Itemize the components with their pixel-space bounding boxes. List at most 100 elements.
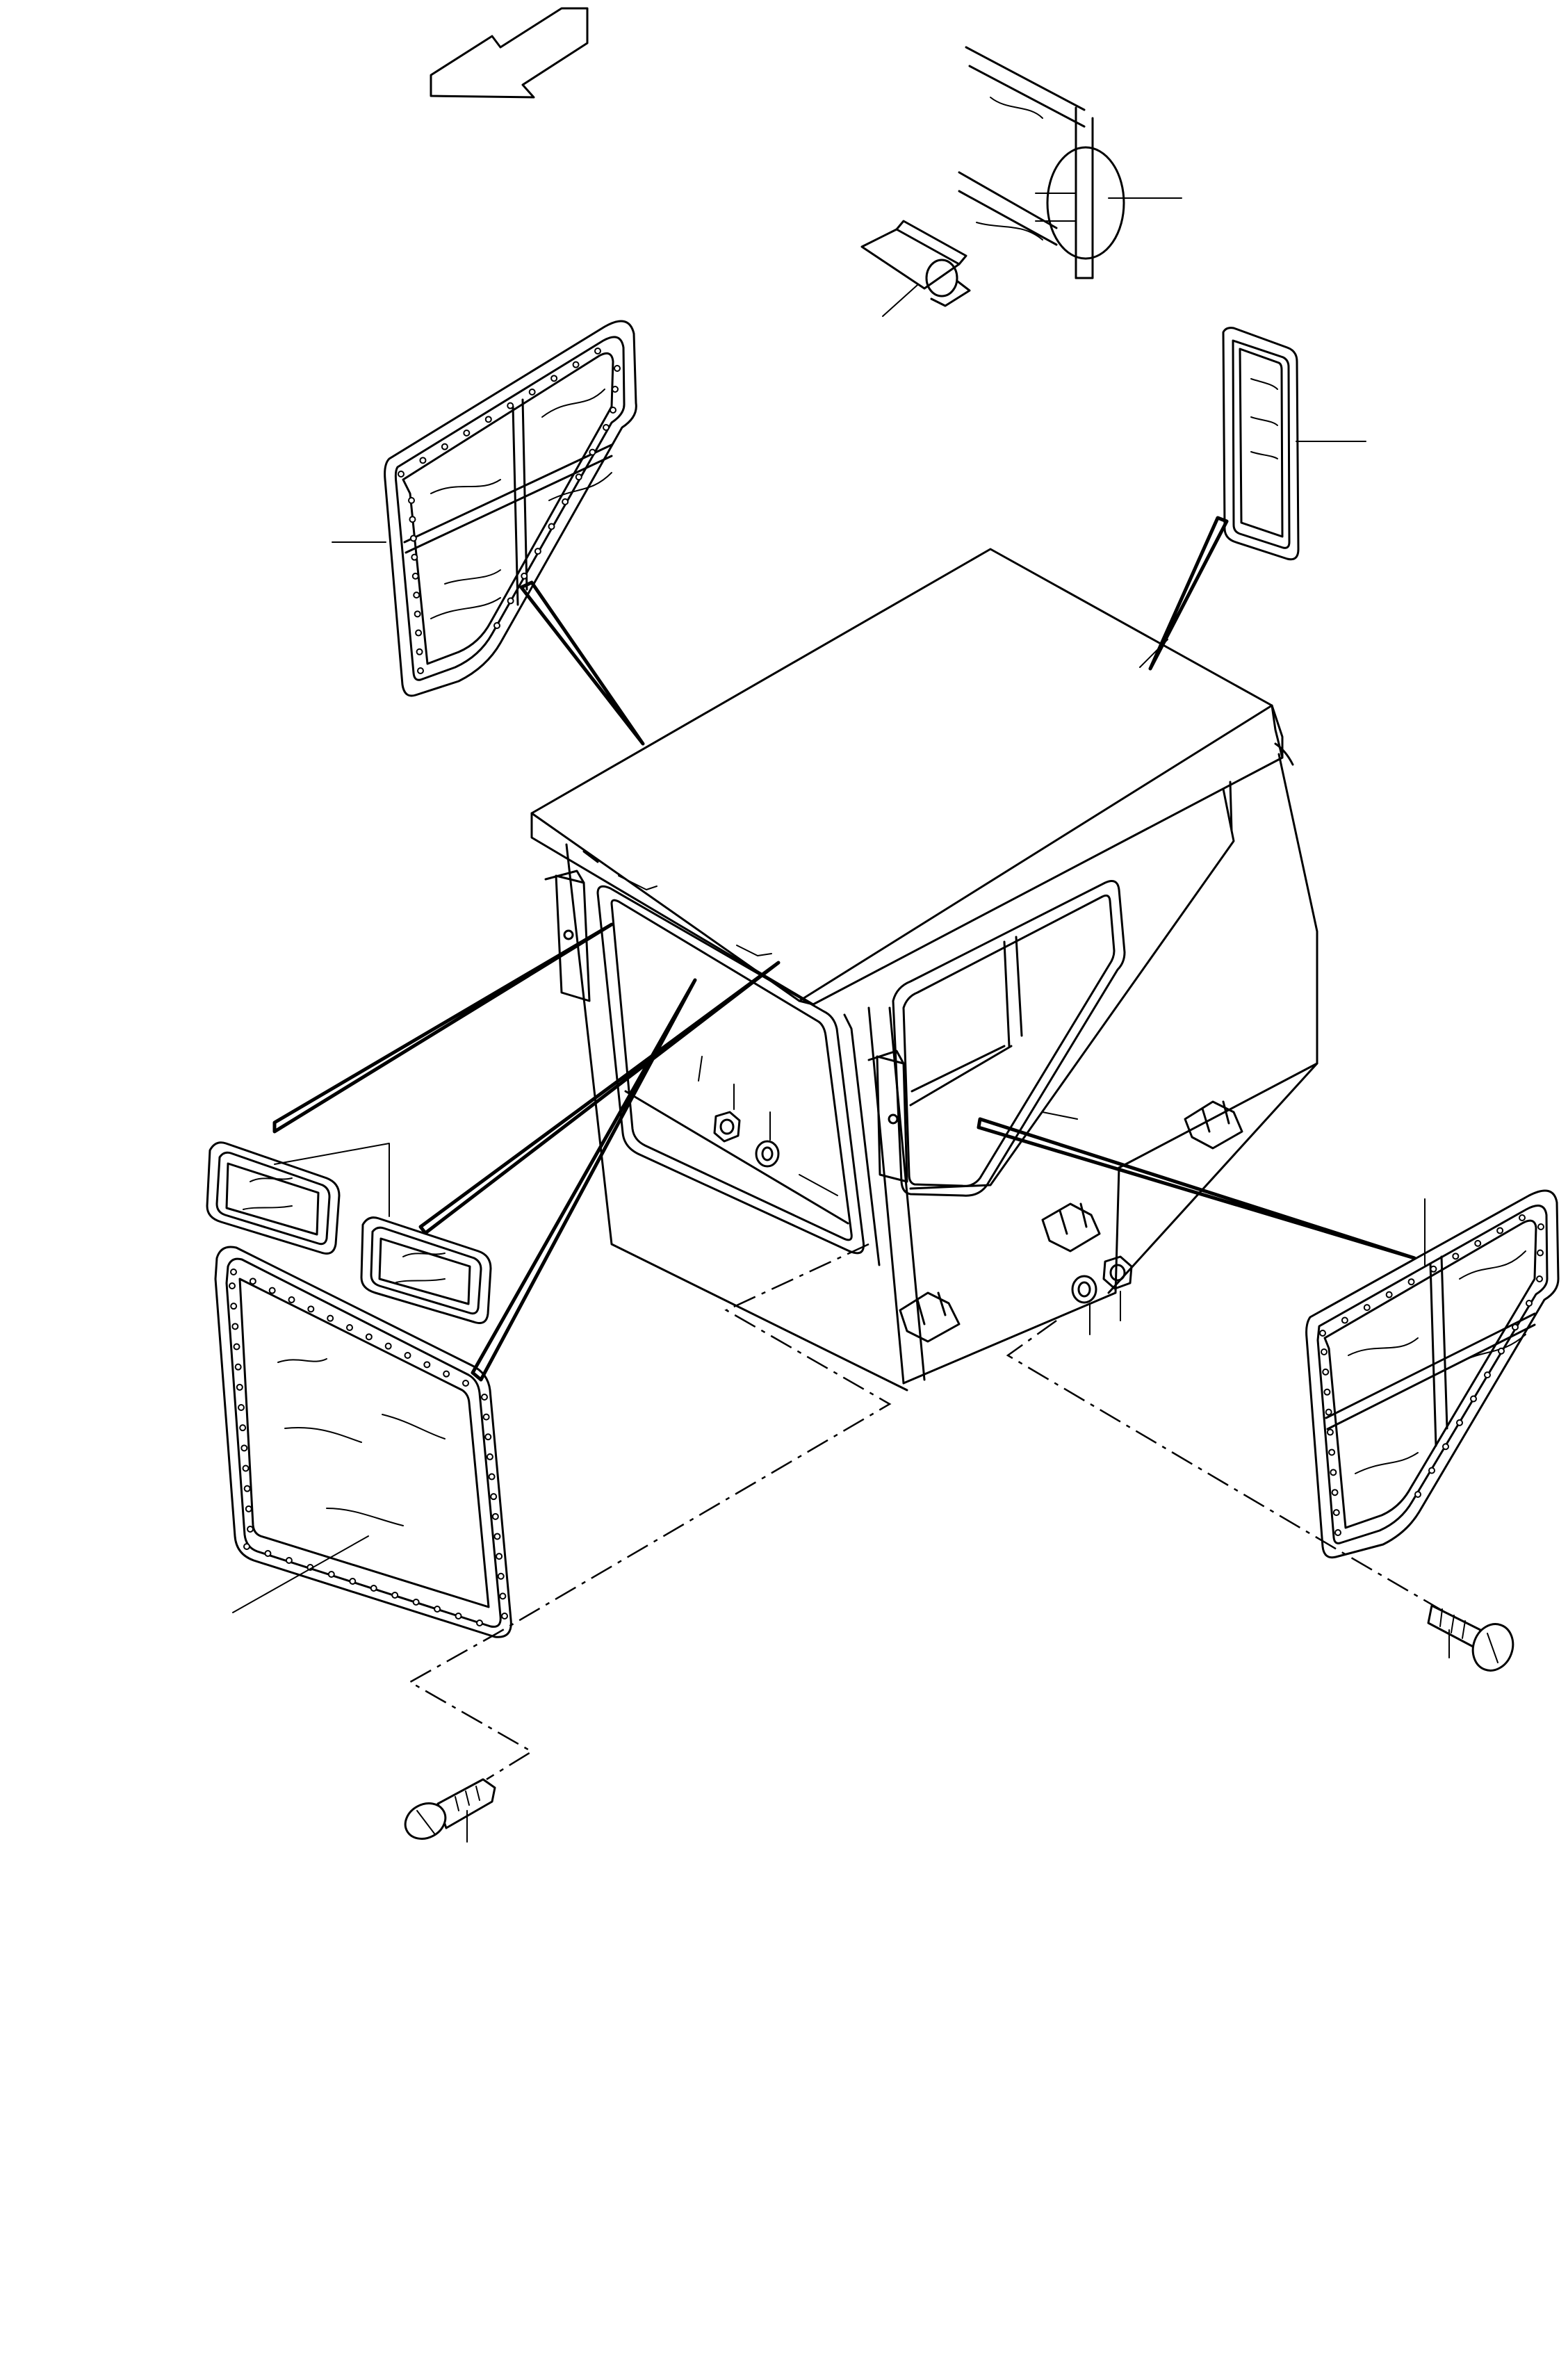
rivet-hole: [528, 389, 536, 395]
rivet-hole: [499, 1592, 507, 1600]
small-window-wedge-2: [418, 961, 781, 1235]
rivet-hole: [612, 386, 619, 393]
rivet-hole: [484, 1433, 492, 1441]
assembly-lines: [408, 1243, 1446, 1781]
rivet-hole: [589, 448, 596, 456]
rivet-hole: [240, 1444, 248, 1452]
rivet-hole: [1452, 1253, 1460, 1260]
rivet-hole: [1498, 1347, 1505, 1355]
rivet-hole: [243, 1485, 251, 1492]
rivet-hole: [493, 1533, 501, 1540]
rivet-hole: [391, 1592, 399, 1599]
rivet-hole: [534, 548, 541, 555]
rivet-hole: [231, 1323, 239, 1330]
rivet-hole: [594, 348, 601, 354]
front-window: [214, 1246, 512, 1638]
rivet-hole: [419, 457, 427, 464]
rivet-hole: [1332, 1509, 1340, 1517]
rivet-hole: [1430, 1265, 1437, 1273]
rivet-hole: [462, 1380, 469, 1387]
rivet-hole: [408, 497, 415, 504]
rivet-hole: [370, 1585, 377, 1592]
rivet-hole: [417, 667, 424, 674]
rivet-hole: [412, 1599, 420, 1606]
rivet-hole: [416, 648, 423, 655]
rivet-hole: [415, 629, 423, 637]
rivet-hole: [414, 610, 421, 618]
seal-leader-lines: [882, 197, 1182, 317]
rear-window: [1222, 327, 1300, 561]
rivet-hole: [229, 1282, 236, 1289]
rivet-hole: [288, 1296, 295, 1303]
front-window-leader: [232, 1535, 369, 1613]
rivet-hole: [481, 1394, 488, 1401]
small-window-leader: [274, 1143, 390, 1217]
right-side-window: [1305, 1189, 1560, 1559]
rivet-hole: [575, 473, 582, 481]
rivet-hole: [614, 365, 621, 372]
right-screw: [1427, 1604, 1514, 1672]
rivet-hole: [230, 1303, 238, 1310]
rivet-hole: [1323, 1388, 1331, 1396]
rivet-hole: [247, 1526, 254, 1533]
rivet-hole: [285, 1557, 293, 1564]
rivet-hole: [441, 443, 448, 450]
rivet-hole: [1519, 1214, 1526, 1221]
rivet-hole: [497, 1572, 505, 1580]
rivet-hole: [1474, 1239, 1482, 1247]
rivet-hole: [349, 1578, 357, 1585]
rivet-hole: [486, 1453, 493, 1460]
left-side-window: [384, 320, 637, 697]
cab-washer: [755, 1111, 780, 1168]
front-window-wedge: [471, 978, 697, 1382]
rivet-hole: [411, 553, 418, 561]
rivet-hole: [242, 1465, 250, 1472]
rivet-hole: [1537, 1223, 1544, 1230]
rivet-hole: [548, 523, 555, 530]
rivet-hole: [327, 1571, 335, 1578]
rivet-hole: [463, 430, 471, 437]
rivet-hole: [488, 1473, 496, 1480]
rivet-hole: [238, 1404, 245, 1411]
left-screw: [404, 1778, 496, 1843]
rivet-hole: [491, 1512, 499, 1520]
rivet-hole: [264, 1550, 272, 1557]
rivet-hole: [1428, 1467, 1435, 1474]
rivet-hole: [409, 516, 416, 523]
rivet-hole: [1407, 1278, 1415, 1286]
rivet-hole: [1442, 1443, 1449, 1451]
rivet-hole: [268, 1287, 276, 1294]
outer-nut: [1102, 1255, 1133, 1321]
small-window-wedge-1: [272, 922, 614, 1134]
rivet-hole: [610, 407, 616, 414]
rivet-hole: [243, 1543, 250, 1550]
rivet-hole: [409, 535, 417, 542]
rivet-hole: [1322, 1368, 1330, 1376]
rivet-hole: [236, 1383, 243, 1391]
rivet-hole: [550, 375, 558, 382]
rivet-hole: [234, 1363, 242, 1371]
rivet-hole: [1331, 1489, 1339, 1496]
rivet-hole: [1385, 1291, 1393, 1298]
rivet-hole: [230, 1268, 237, 1275]
rivet-hole: [1414, 1491, 1421, 1498]
small-window-upper: [206, 1141, 341, 1255]
rivet-hole: [1326, 1428, 1334, 1436]
rivet-hole: [1496, 1227, 1504, 1234]
rivet-hole: [1330, 1469, 1337, 1476]
outer-washer: [1071, 1275, 1097, 1335]
rivet-hole: [521, 572, 528, 580]
rivet-hole: [507, 402, 514, 409]
seal-profile-detail: [958, 46, 1125, 279]
small-window-lower: [360, 1216, 492, 1324]
rivet-hole: [507, 597, 514, 605]
cab-nut: [713, 1084, 741, 1143]
rivet-hole: [413, 592, 420, 599]
rivet-hole: [1456, 1419, 1463, 1426]
rivet-hole: [1512, 1323, 1519, 1331]
cab-body: [530, 548, 1318, 1392]
rivet-hole: [496, 1553, 503, 1560]
rivet-hole: [1484, 1371, 1491, 1379]
